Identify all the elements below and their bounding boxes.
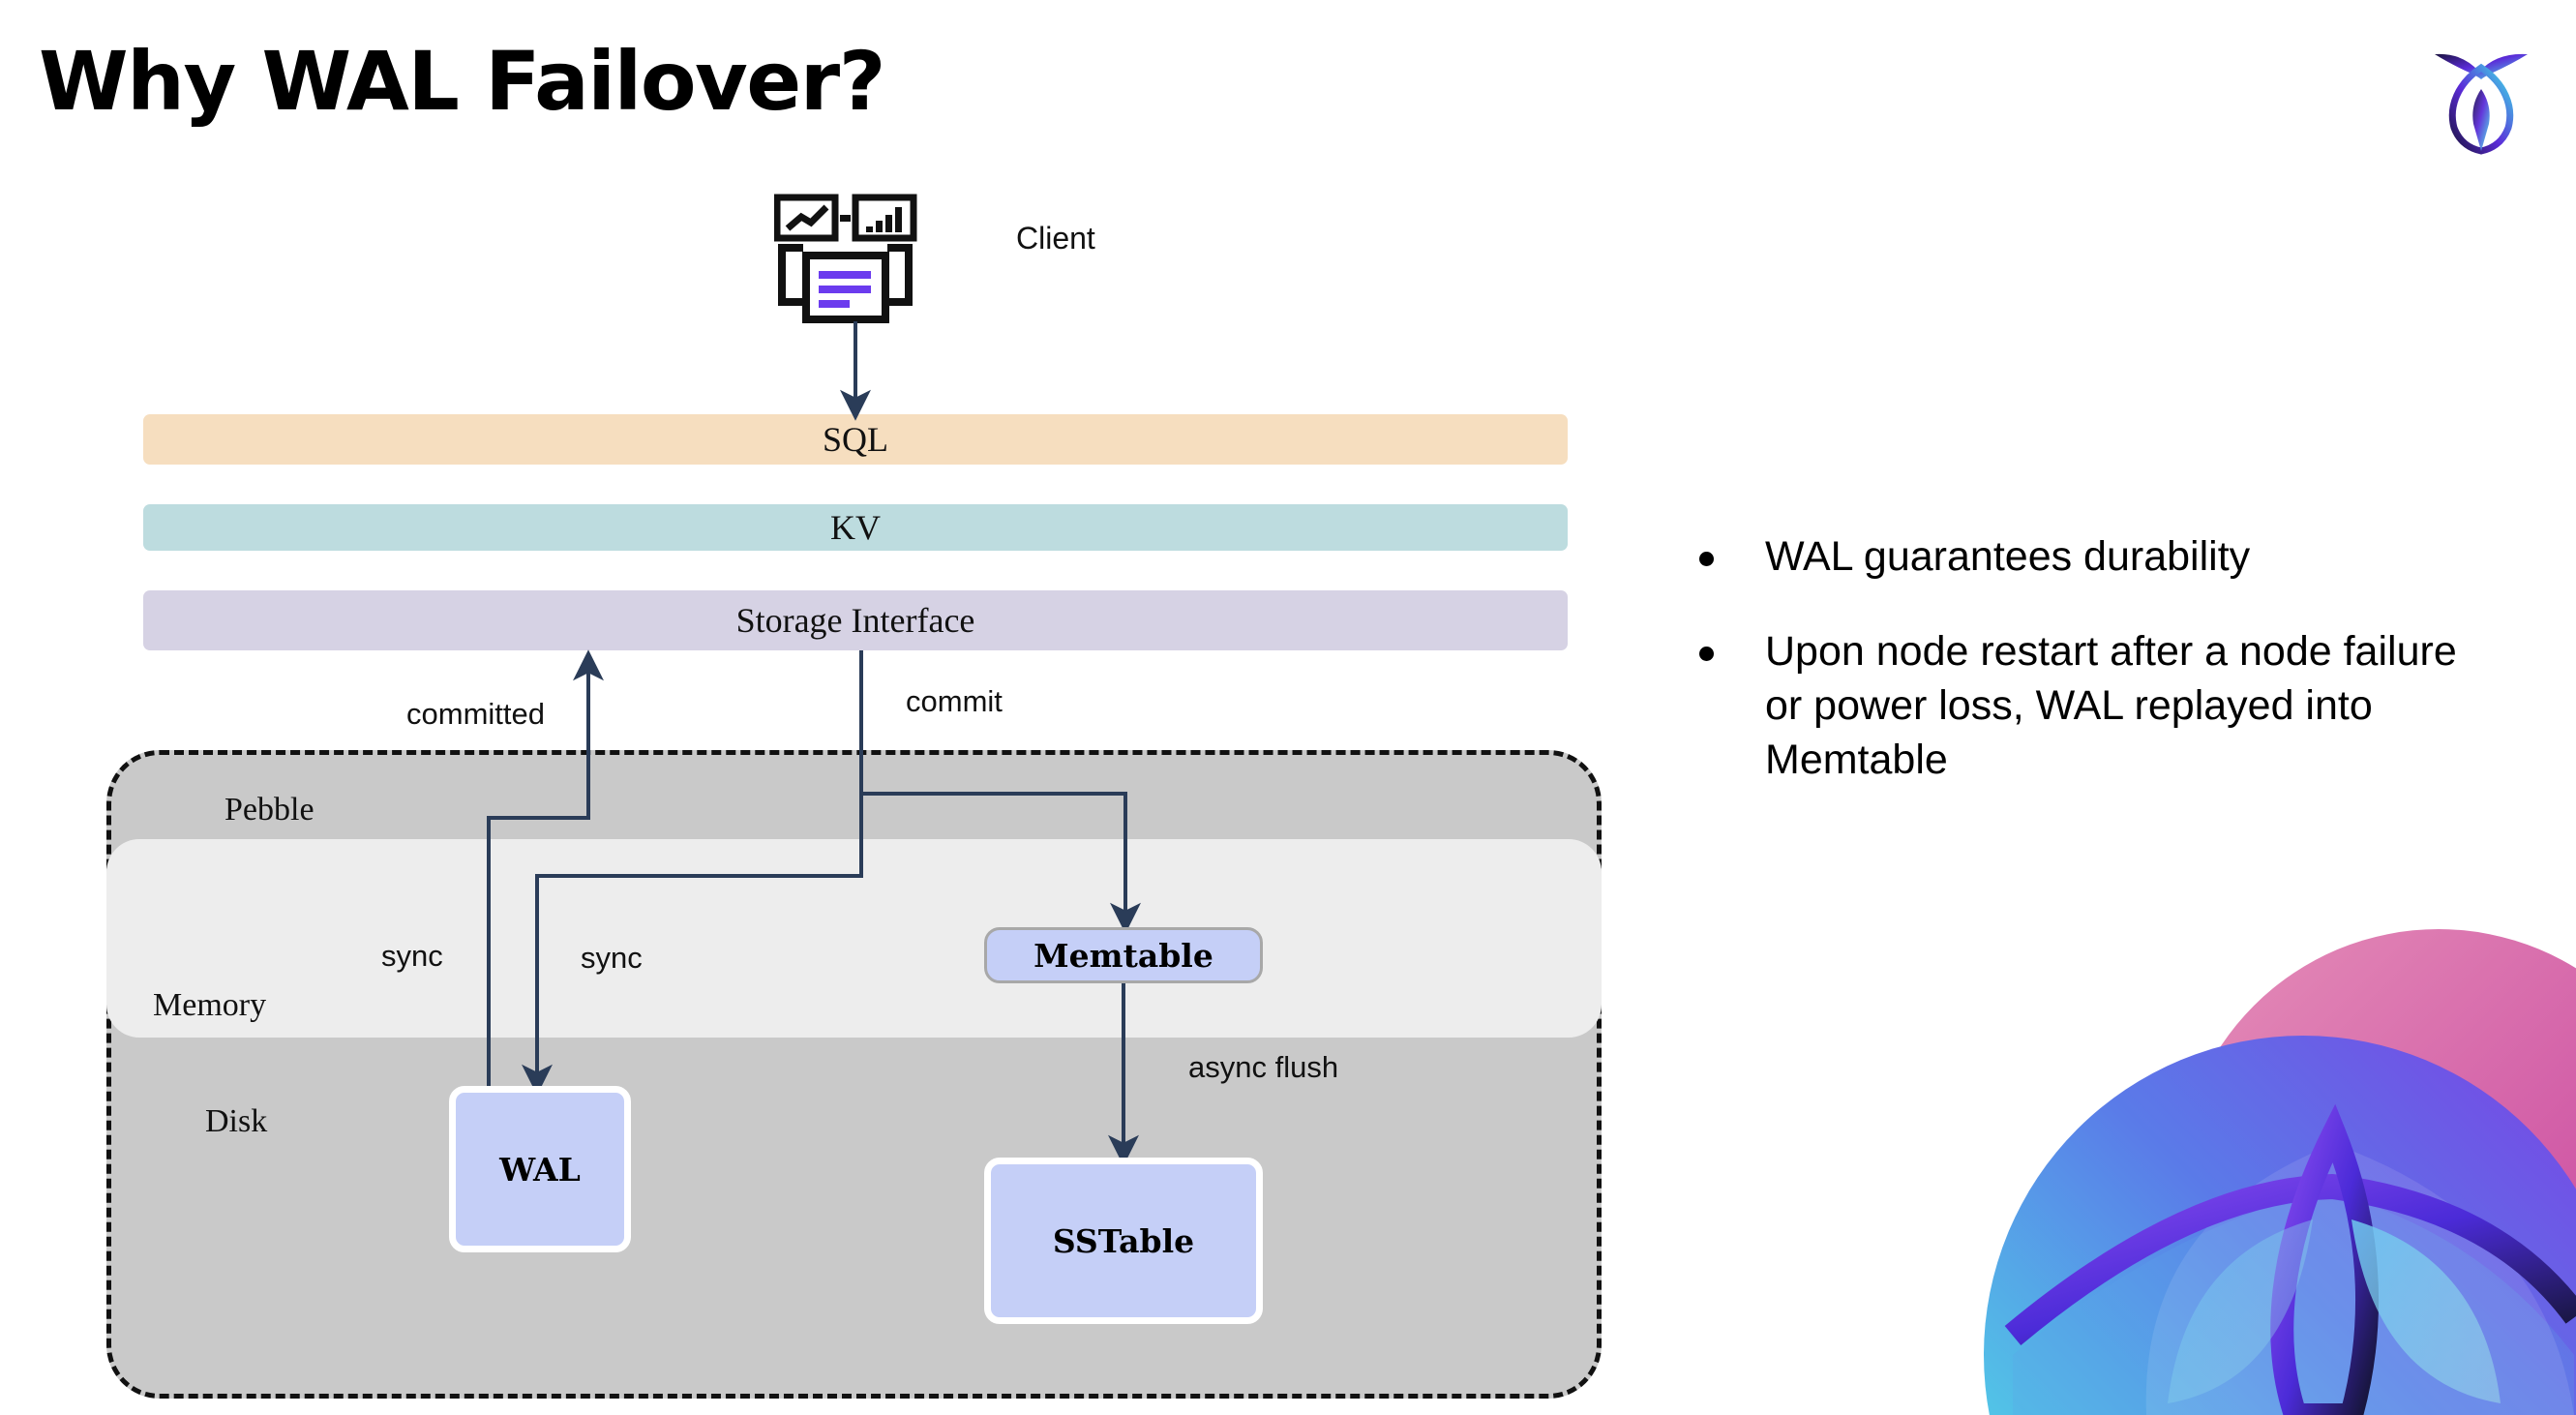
memory-label: Memory: [153, 987, 267, 1023]
client-dashboard-icon: [773, 194, 934, 329]
cockroachdb-logo-icon: [2419, 29, 2545, 155]
disk-label: Disk: [205, 1103, 268, 1139]
bullet-dot-icon: [1699, 552, 1714, 566]
edge-label-sync-left: sync: [381, 939, 443, 973]
bullet-dot-icon: [1699, 646, 1714, 661]
node-wal: WAL: [449, 1086, 631, 1252]
bullet-text: WAL guarantees durability: [1765, 533, 2251, 580]
node-memtable: Memtable: [984, 927, 1263, 983]
client-label: Client: [1016, 221, 1095, 256]
list-item: Upon node restart after a node failure o…: [1699, 625, 2493, 788]
layer-storage-interface: Storage Interface: [143, 590, 1568, 650]
cockroachdb-decorative-mark: [1897, 900, 2576, 1415]
layer-kv: KV: [143, 504, 1568, 551]
edge-label-sync-right: sync: [581, 941, 643, 975]
pebble-label: Pebble: [225, 792, 315, 828]
page-title: Why WAL Failover?: [39, 34, 885, 129]
architecture-diagram: Client SQL KV Storage Interface Pebble M…: [106, 194, 1602, 1399]
node-sstable: SSTable: [984, 1158, 1263, 1324]
bullet-list: WAL guarantees durability Upon node rest…: [1699, 530, 2493, 828]
bullet-text: Upon node restart after a node failure o…: [1765, 627, 2457, 783]
edge-label-committed: committed: [406, 697, 545, 731]
edge-label-commit: commit: [906, 684, 1003, 718]
edge-label-async-flush: async flush: [1188, 1050, 1339, 1084]
list-item: WAL guarantees durability: [1699, 530, 2493, 585]
memory-zone: [106, 839, 1602, 1038]
layer-sql: SQL: [143, 414, 1568, 465]
